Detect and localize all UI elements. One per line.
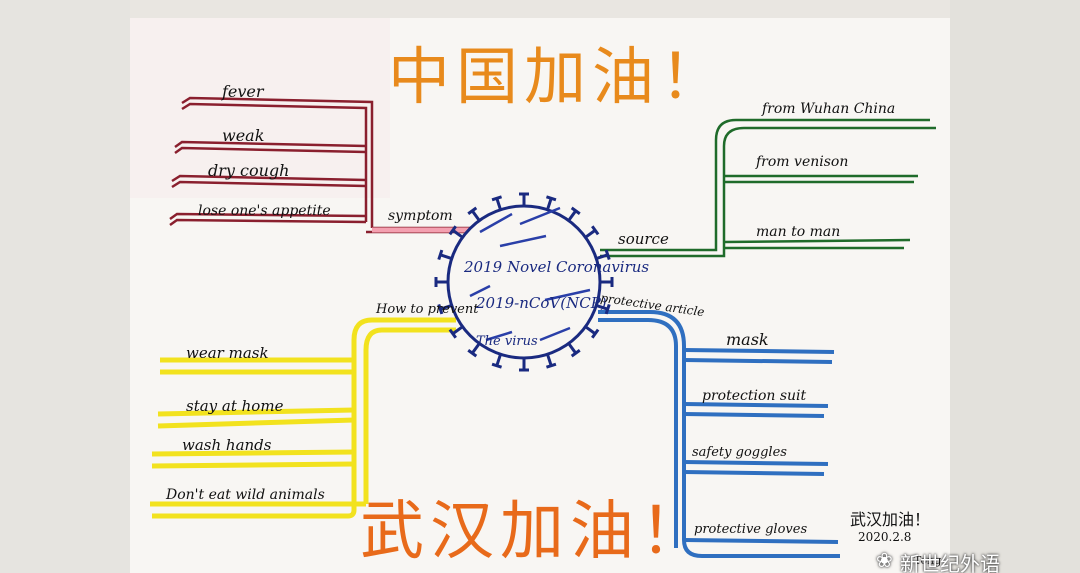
source-item: man to man — [756, 224, 841, 240]
virus-spike-cap — [467, 349, 478, 358]
virus-spike — [439, 253, 453, 260]
source-label: source — [618, 230, 669, 248]
virus-spike-cap — [545, 362, 557, 369]
left-margin — [0, 0, 130, 573]
virus-spike-cap — [545, 195, 557, 202]
symptom-item: lose one's appetite — [198, 203, 331, 219]
symptom-label: symptom — [388, 208, 453, 224]
note-date: 2020.2.8 — [858, 530, 912, 544]
virus-body-strokes — [469, 206, 591, 342]
prevent-item: wash hands — [182, 436, 272, 454]
protective-branch-lines — [598, 310, 840, 558]
virus-spike-cap — [570, 349, 581, 358]
source-item: from venison — [756, 154, 849, 170]
title-china-cheer: 中国加油！ — [388, 40, 729, 113]
virus-spike-cap — [437, 249, 444, 261]
protective-item: mask — [726, 330, 769, 349]
source-item: from Wuhan China — [762, 101, 896, 117]
protective-item: protective gloves — [694, 522, 808, 537]
virus-spike — [451, 229, 464, 239]
virus-spike-cap — [491, 195, 503, 202]
note-cheer: 武汉加油！ — [850, 510, 931, 529]
symptom-item: fever — [222, 82, 264, 101]
virus-spike — [584, 325, 597, 335]
virus-spike-cap — [591, 328, 600, 339]
prevent-label: How to prevent — [376, 302, 479, 317]
virus-name-line1: 2019 Novel Coronavirus — [464, 258, 650, 276]
title-wuhan-cheer: 武汉加油！ — [360, 495, 710, 569]
prevent-item: wear mask — [186, 344, 269, 362]
virus-spike-cap — [467, 206, 478, 215]
virus-drawing — [434, 192, 614, 372]
virus-spike-cap — [604, 303, 611, 315]
symptom-item: weak — [222, 126, 265, 145]
protective-item: safety goggles — [692, 445, 787, 460]
source-branch-lines — [600, 118, 936, 258]
right-margin — [950, 0, 1080, 573]
symptom-item: dry cough — [208, 161, 290, 180]
virus-spike — [567, 209, 577, 222]
virus-spike — [495, 197, 502, 211]
prevent-item: stay at home — [186, 397, 284, 415]
virus-spike-cap — [604, 249, 611, 261]
virus-spike-cap — [448, 328, 457, 339]
virus-spike — [546, 353, 553, 367]
protective-item: protection suit — [702, 388, 807, 404]
virus-spike — [567, 342, 577, 355]
virus-spike-cap — [448, 225, 457, 236]
virus-spike — [495, 353, 502, 367]
virus-spike — [471, 209, 481, 222]
watermark-icon: ❀ — [876, 548, 893, 572]
virus-spike-cap — [570, 206, 581, 215]
virus-spike — [595, 253, 609, 260]
virus-spike-cap — [591, 225, 600, 236]
watermark-text: 新世纪外语 — [900, 552, 1000, 573]
virus-spike — [595, 304, 609, 311]
virus-spike-cap — [437, 303, 444, 315]
virus-name-line3: The virus — [476, 334, 538, 349]
virus-name-line2: 2019-nCoV(NCP) — [476, 294, 607, 312]
note-name: Tong — [914, 554, 942, 567]
virus-spike — [451, 325, 464, 335]
virus-spike — [471, 342, 481, 355]
prevent-branch-lines — [150, 317, 456, 519]
prevent-item: Don't eat wild animals — [166, 487, 325, 503]
virus-spike — [584, 229, 597, 239]
virus-spike — [439, 304, 453, 311]
virus-spikes — [434, 192, 614, 372]
virus-spike-cap — [491, 362, 503, 369]
virus-spike — [546, 197, 553, 211]
